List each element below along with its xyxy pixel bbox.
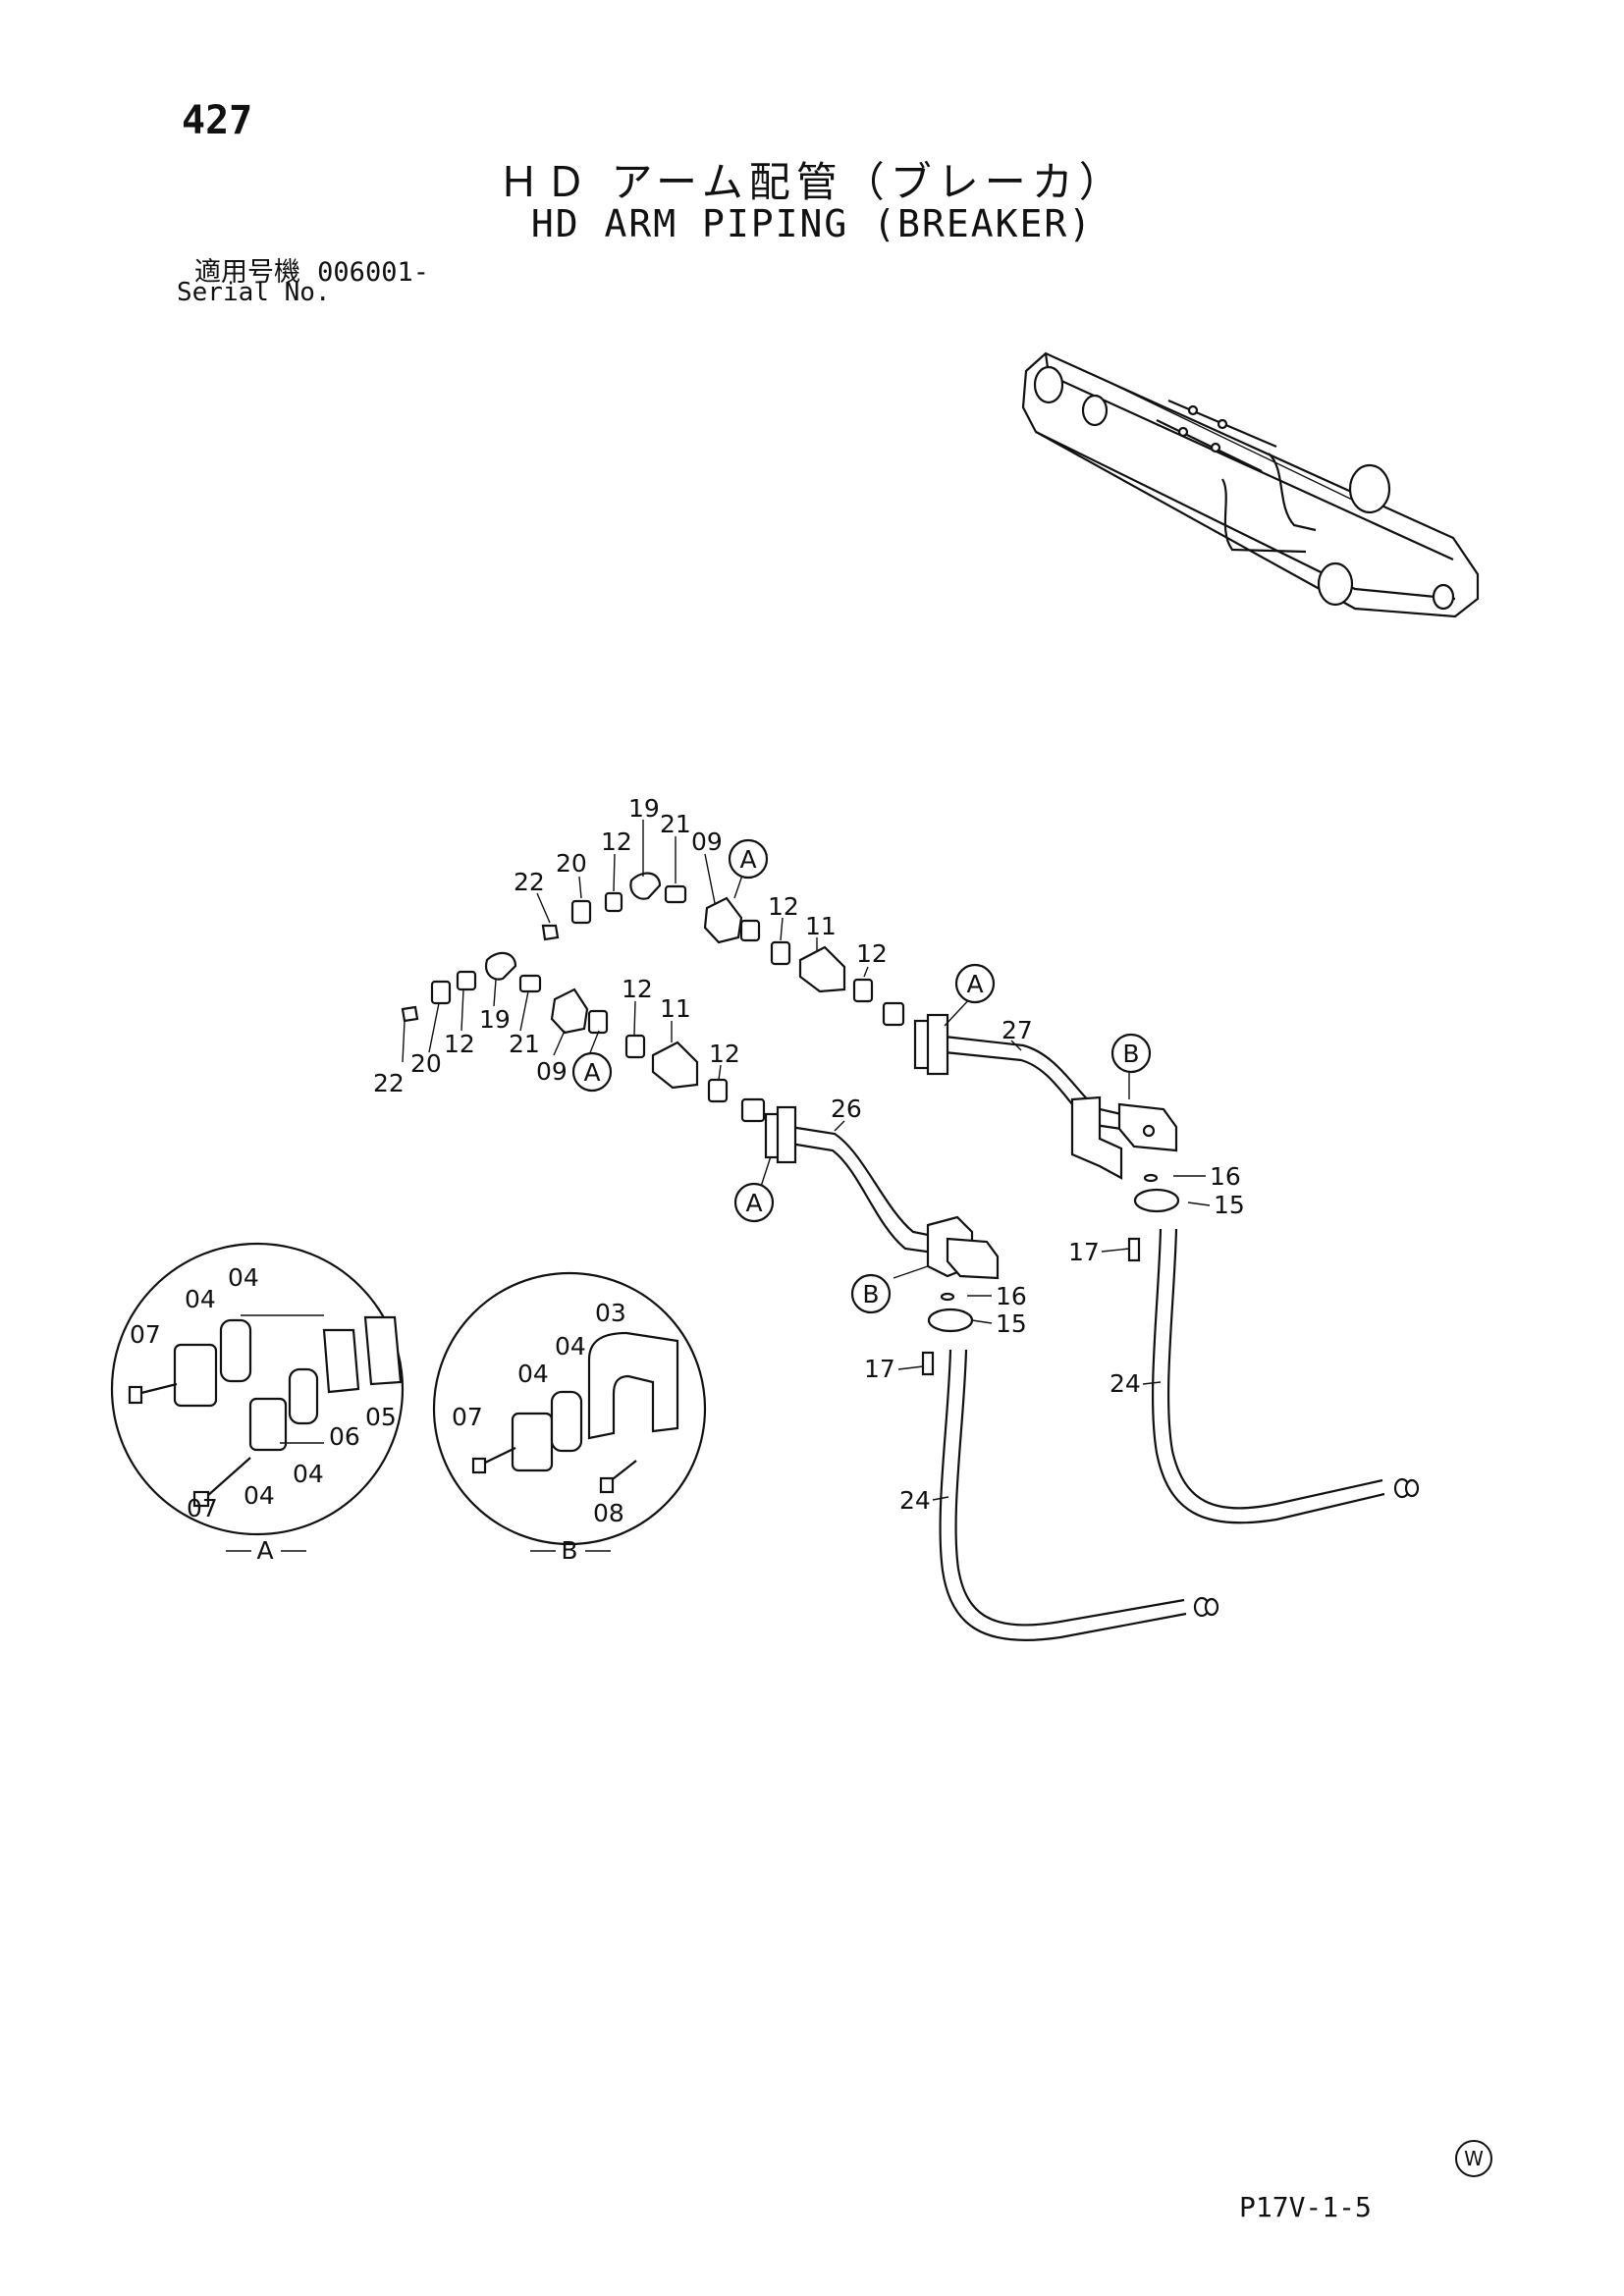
hose-lower (921, 1292, 1219, 1641)
part-label-04-detail-b-top: 04 (555, 1332, 586, 1361)
part-label-12-lower-a: 12 (444, 1030, 475, 1058)
callout-b-upper: B (1122, 1040, 1139, 1068)
part-number-labels: 22 20 12 19 21 09 12 11 12 27 22 20 12 1… (130, 794, 1245, 1527)
serial-label-english: Serial No. (177, 278, 331, 307)
hose-upper (1127, 1173, 1420, 1524)
detail-circle-b (432, 1271, 707, 1546)
watermark-circle-w: W (1455, 2140, 1492, 2177)
detail-a-label: A (256, 1536, 273, 1565)
part-label-04-detail-a-bottom: 04 (244, 1481, 275, 1510)
detail-circle-a (110, 1242, 405, 1536)
part-label-07-detail-b: 07 (452, 1403, 483, 1431)
serial-range: 適用号機 006001- (194, 250, 429, 289)
part-label-12-upper-b: 12 (768, 892, 799, 921)
part-label-22-lower: 22 (373, 1069, 405, 1097)
part-label-15-upper: 15 (1214, 1191, 1245, 1219)
part-label-12-lower-b: 12 (622, 975, 653, 1003)
part-label-20-lower: 20 (410, 1049, 442, 1078)
part-label-21-upper: 21 (660, 810, 691, 838)
part-label-04-detail-a-left: 04 (185, 1285, 216, 1313)
part-label-09-lower: 09 (536, 1057, 568, 1086)
part-label-09-upper: 09 (691, 828, 723, 856)
callout-a-lower-pipe: A (745, 1189, 762, 1217)
part-label-06-detail-a: 06 (329, 1422, 360, 1451)
part-label-04-detail-a-top: 04 (228, 1263, 259, 1292)
part-label-22-upper: 22 (514, 868, 545, 896)
callout-a-upper-pipe: A (966, 970, 983, 998)
part-label-20-upper: 20 (556, 849, 587, 878)
part-label-07-detail-a-left: 07 (130, 1320, 161, 1349)
part-label-19-lower: 19 (479, 1005, 511, 1034)
part-label-15-lower: 15 (996, 1309, 1027, 1338)
part-label-08-detail-b: 08 (593, 1499, 624, 1527)
serial-value: 006001- (317, 257, 429, 288)
part-label-17-lower: 17 (864, 1355, 895, 1383)
callout-markers: A A A A B B A B (226, 838, 1152, 1565)
lower-pipe-assembly (764, 1105, 1000, 1280)
arm-overview-illustration (1021, 351, 1480, 618)
callout-a-upper: A (739, 845, 756, 874)
page-title-japanese: ＨＤ アーム配管（ブレーカ） (498, 158, 1126, 206)
part-label-19-upper: 19 (628, 794, 660, 823)
part-label-16-upper: 16 (1210, 1162, 1241, 1191)
page-number: 427 (182, 98, 253, 143)
part-label-12-upper-a: 12 (601, 828, 632, 856)
part-label-04-detail-a-right: 04 (293, 1460, 324, 1488)
page-title-english: HD ARM PIPING (BREAKER) (530, 202, 1094, 245)
part-label-12-upper-c: 12 (856, 939, 888, 968)
part-label-26: 26 (831, 1095, 862, 1123)
upper-pipe-assembly (913, 1013, 1178, 1180)
part-label-16-lower: 16 (996, 1282, 1027, 1310)
callout-b-lower: B (862, 1280, 879, 1308)
part-label-24-lower: 24 (899, 1486, 931, 1515)
part-label-12-lower-c: 12 (709, 1040, 740, 1068)
part-label-07-detail-a-bottom: 07 (187, 1494, 218, 1522)
part-label-03-detail-b: 03 (595, 1299, 626, 1327)
part-label-11-lower: 11 (660, 994, 691, 1023)
part-label-17-upper: 17 (1068, 1238, 1100, 1266)
fittings-lower-row (401, 951, 766, 1123)
part-label-11-upper: 11 (805, 912, 837, 940)
part-label-27: 27 (1001, 1016, 1033, 1044)
serial-label-japanese: 適用号機 (194, 257, 300, 288)
fittings-upper-row (541, 872, 905, 1027)
detail-b-label: B (561, 1536, 577, 1565)
part-label-04-detail-b-left: 04 (517, 1360, 549, 1388)
part-label-21-lower: 21 (509, 1030, 540, 1058)
part-label-05-detail-a: 05 (365, 1403, 397, 1431)
callout-a-lower-fitting: A (583, 1058, 600, 1087)
part-label-24-upper: 24 (1110, 1369, 1141, 1398)
reference-code: P17V-1-5 (1239, 2191, 1372, 2223)
